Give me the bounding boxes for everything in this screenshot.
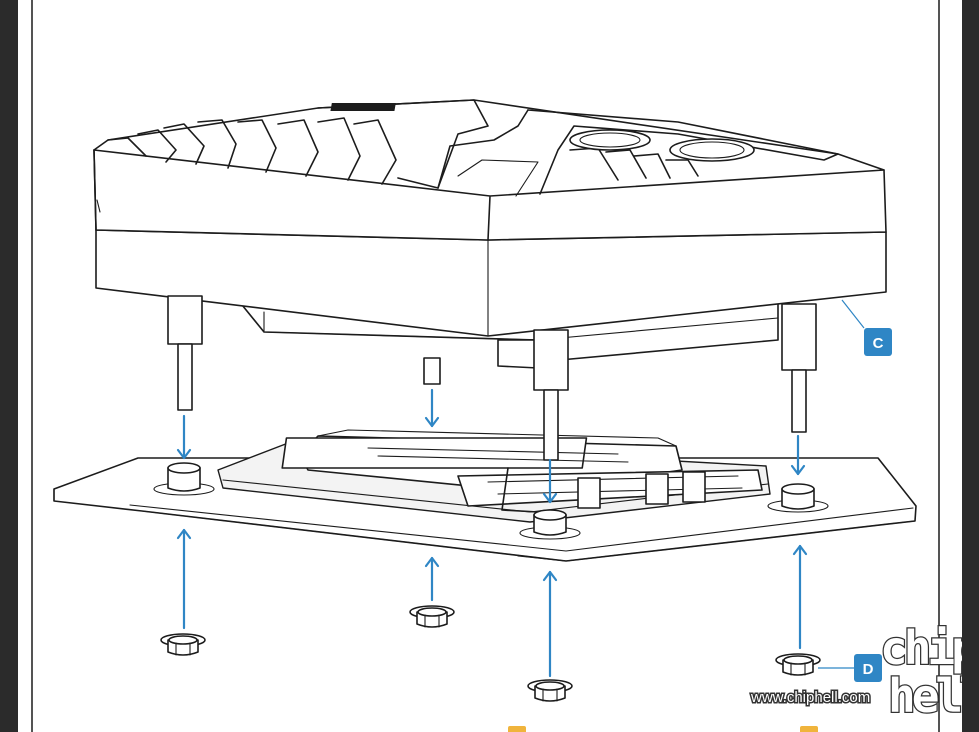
bottom-marker [508, 726, 526, 732]
water-block [93, 99, 887, 369]
backplate-standoff-3 [519, 509, 581, 540]
label-d-text: D [863, 661, 874, 678]
arrow-icon [176, 528, 192, 630]
block-post-back [423, 357, 441, 385]
hex-nut-3 [527, 679, 573, 702]
manual-page: C D www.chiphell.com chip hell [18, 0, 962, 732]
cpu-socket [217, 429, 771, 523]
arrow-icon [792, 544, 808, 650]
arrow-icon [424, 388, 440, 428]
block-post-right [781, 303, 817, 433]
block-post-center [533, 329, 569, 461]
arrows [176, 388, 808, 678]
arrow-icon [790, 434, 806, 476]
arrow-icon [176, 414, 192, 460]
hex-nut-2 [409, 605, 455, 628]
installation-diagram: C D www.chiphell.com chip hell [31, 0, 963, 732]
arrow-icon [542, 458, 558, 504]
label-c-badge: C [864, 328, 892, 356]
block-post-left [167, 295, 203, 411]
hex-nut-1 [160, 633, 206, 656]
watermark-line1: chip [880, 621, 962, 675]
label-d-badge: D [854, 654, 882, 682]
watermark: www.chiphell.com chip hell [749, 620, 963, 725]
hex-nut-4 [775, 653, 821, 676]
arrow-icon [424, 556, 440, 602]
arrow-icon [542, 570, 558, 678]
label-c-text: C [873, 335, 884, 352]
backplate-standoff-1 [153, 462, 215, 496]
watermark-url: www.chiphell.com [750, 689, 870, 706]
bottom-marker [800, 726, 818, 732]
watermark-line2: hell [888, 669, 962, 723]
backplate-standoff-2 [767, 483, 829, 513]
